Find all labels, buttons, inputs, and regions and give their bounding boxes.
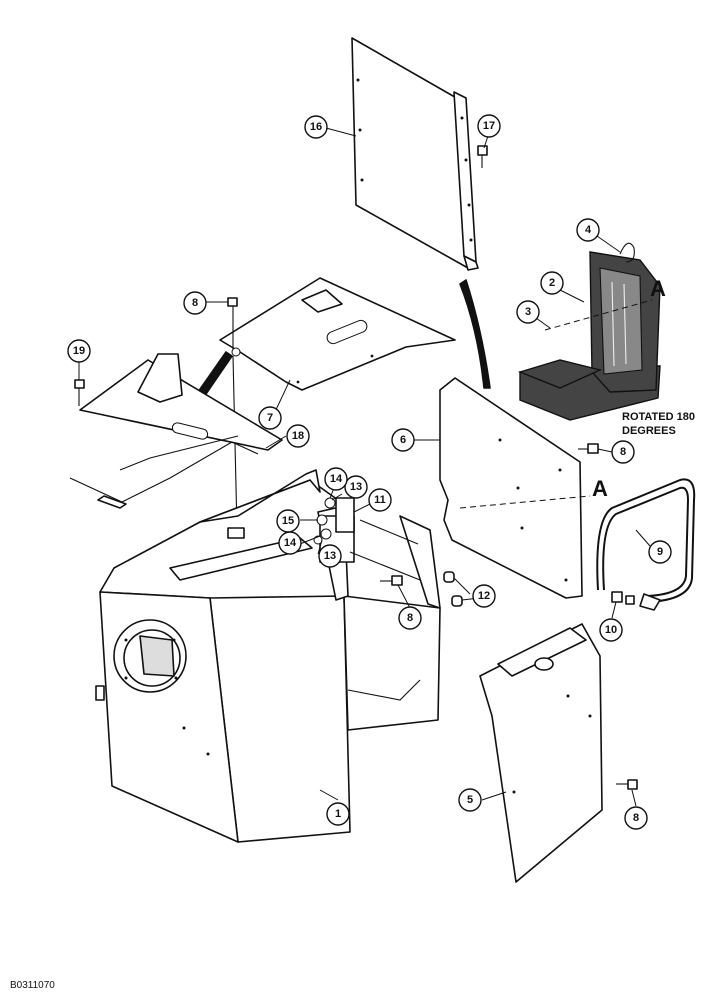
callout-1: 1: [326, 802, 350, 826]
callout-14-upper: 14: [324, 467, 348, 491]
bolt-8-middle: [380, 575, 403, 586]
callout-19: 19: [67, 339, 91, 363]
callout-8-top: 8: [183, 291, 207, 315]
svg-text:16: 16: [310, 121, 322, 133]
callout-8-bottom: 8: [624, 806, 648, 830]
reference-marker-a-panel: A: [592, 476, 608, 501]
callout-15: 15: [276, 509, 300, 533]
callout-18: 18: [286, 424, 310, 448]
callout-16: 16: [304, 115, 328, 139]
cover-plate-7: [197, 277, 456, 395]
svg-text:8: 8: [407, 612, 413, 624]
callout-14-lower: 14: [278, 531, 302, 555]
figure-code: B0311070: [10, 980, 55, 991]
bolt-8-right: [578, 443, 599, 454]
callout-5: 5: [458, 788, 482, 812]
rotation-note-line-1: ROTATED 180: [622, 411, 695, 423]
callout-13-lower: 13: [318, 544, 342, 568]
battery-tray-assembly: [517, 242, 661, 421]
svg-text:13: 13: [350, 481, 362, 493]
console-body-1: [95, 469, 441, 843]
bolt-19: [74, 379, 85, 406]
washer-stack: [313, 497, 336, 545]
svg-text:3: 3: [525, 306, 531, 318]
callout-9: 9: [648, 540, 672, 564]
svg-text:12: 12: [478, 590, 490, 602]
front-panel-5: [479, 623, 603, 883]
cable-clamp-10: [611, 591, 635, 605]
callout-4: 4: [576, 218, 600, 242]
svg-text:13: 13: [324, 550, 336, 562]
bolts-12: [443, 571, 463, 607]
svg-text:11: 11: [374, 494, 386, 506]
svg-text:8: 8: [192, 297, 198, 309]
svg-text:2: 2: [549, 277, 555, 289]
callout-8-middle: 8: [398, 606, 422, 630]
assembly-arrow: [459, 279, 491, 389]
svg-text:15: 15: [282, 515, 294, 527]
svg-text:4: 4: [585, 224, 592, 236]
rotation-note-line-2: DEGREES: [622, 425, 676, 437]
floor-plate-18: [69, 353, 283, 509]
bolt-17: [477, 145, 488, 168]
panel-16: [351, 37, 479, 271]
callout-7: 7: [258, 406, 282, 430]
callout-12: 12: [472, 584, 496, 608]
svg-text:1: 1: [335, 808, 341, 820]
callout-3: 3: [516, 300, 540, 324]
reference-marker-a-battery: A: [650, 276, 666, 301]
svg-text:18: 18: [292, 430, 304, 442]
svg-text:5: 5: [467, 794, 473, 806]
svg-text:8: 8: [620, 446, 626, 458]
bolt-8-bottom: [616, 779, 638, 790]
svg-text:10: 10: [605, 624, 617, 636]
callout-17: 17: [477, 114, 501, 138]
side-panel-6: [439, 377, 591, 599]
svg-text:17: 17: [483, 120, 495, 132]
svg-text:8: 8: [633, 812, 639, 824]
leader-lines: [78, 127, 651, 807]
svg-text:6: 6: [400, 434, 406, 446]
callout-11: 11: [368, 488, 392, 512]
callout-6: 6: [391, 428, 415, 452]
svg-text:9: 9: [657, 546, 663, 558]
svg-text:14: 14: [284, 537, 297, 549]
callout-10: 10: [599, 618, 623, 642]
svg-text:19: 19: [73, 345, 85, 357]
battery-cable-9: [596, 478, 696, 611]
callout-8-right: 8: [611, 440, 635, 464]
svg-text:7: 7: [267, 412, 273, 424]
svg-text:14: 14: [330, 473, 343, 485]
callout-2: 2: [540, 271, 564, 295]
callout-13-upper: 13: [344, 475, 368, 499]
